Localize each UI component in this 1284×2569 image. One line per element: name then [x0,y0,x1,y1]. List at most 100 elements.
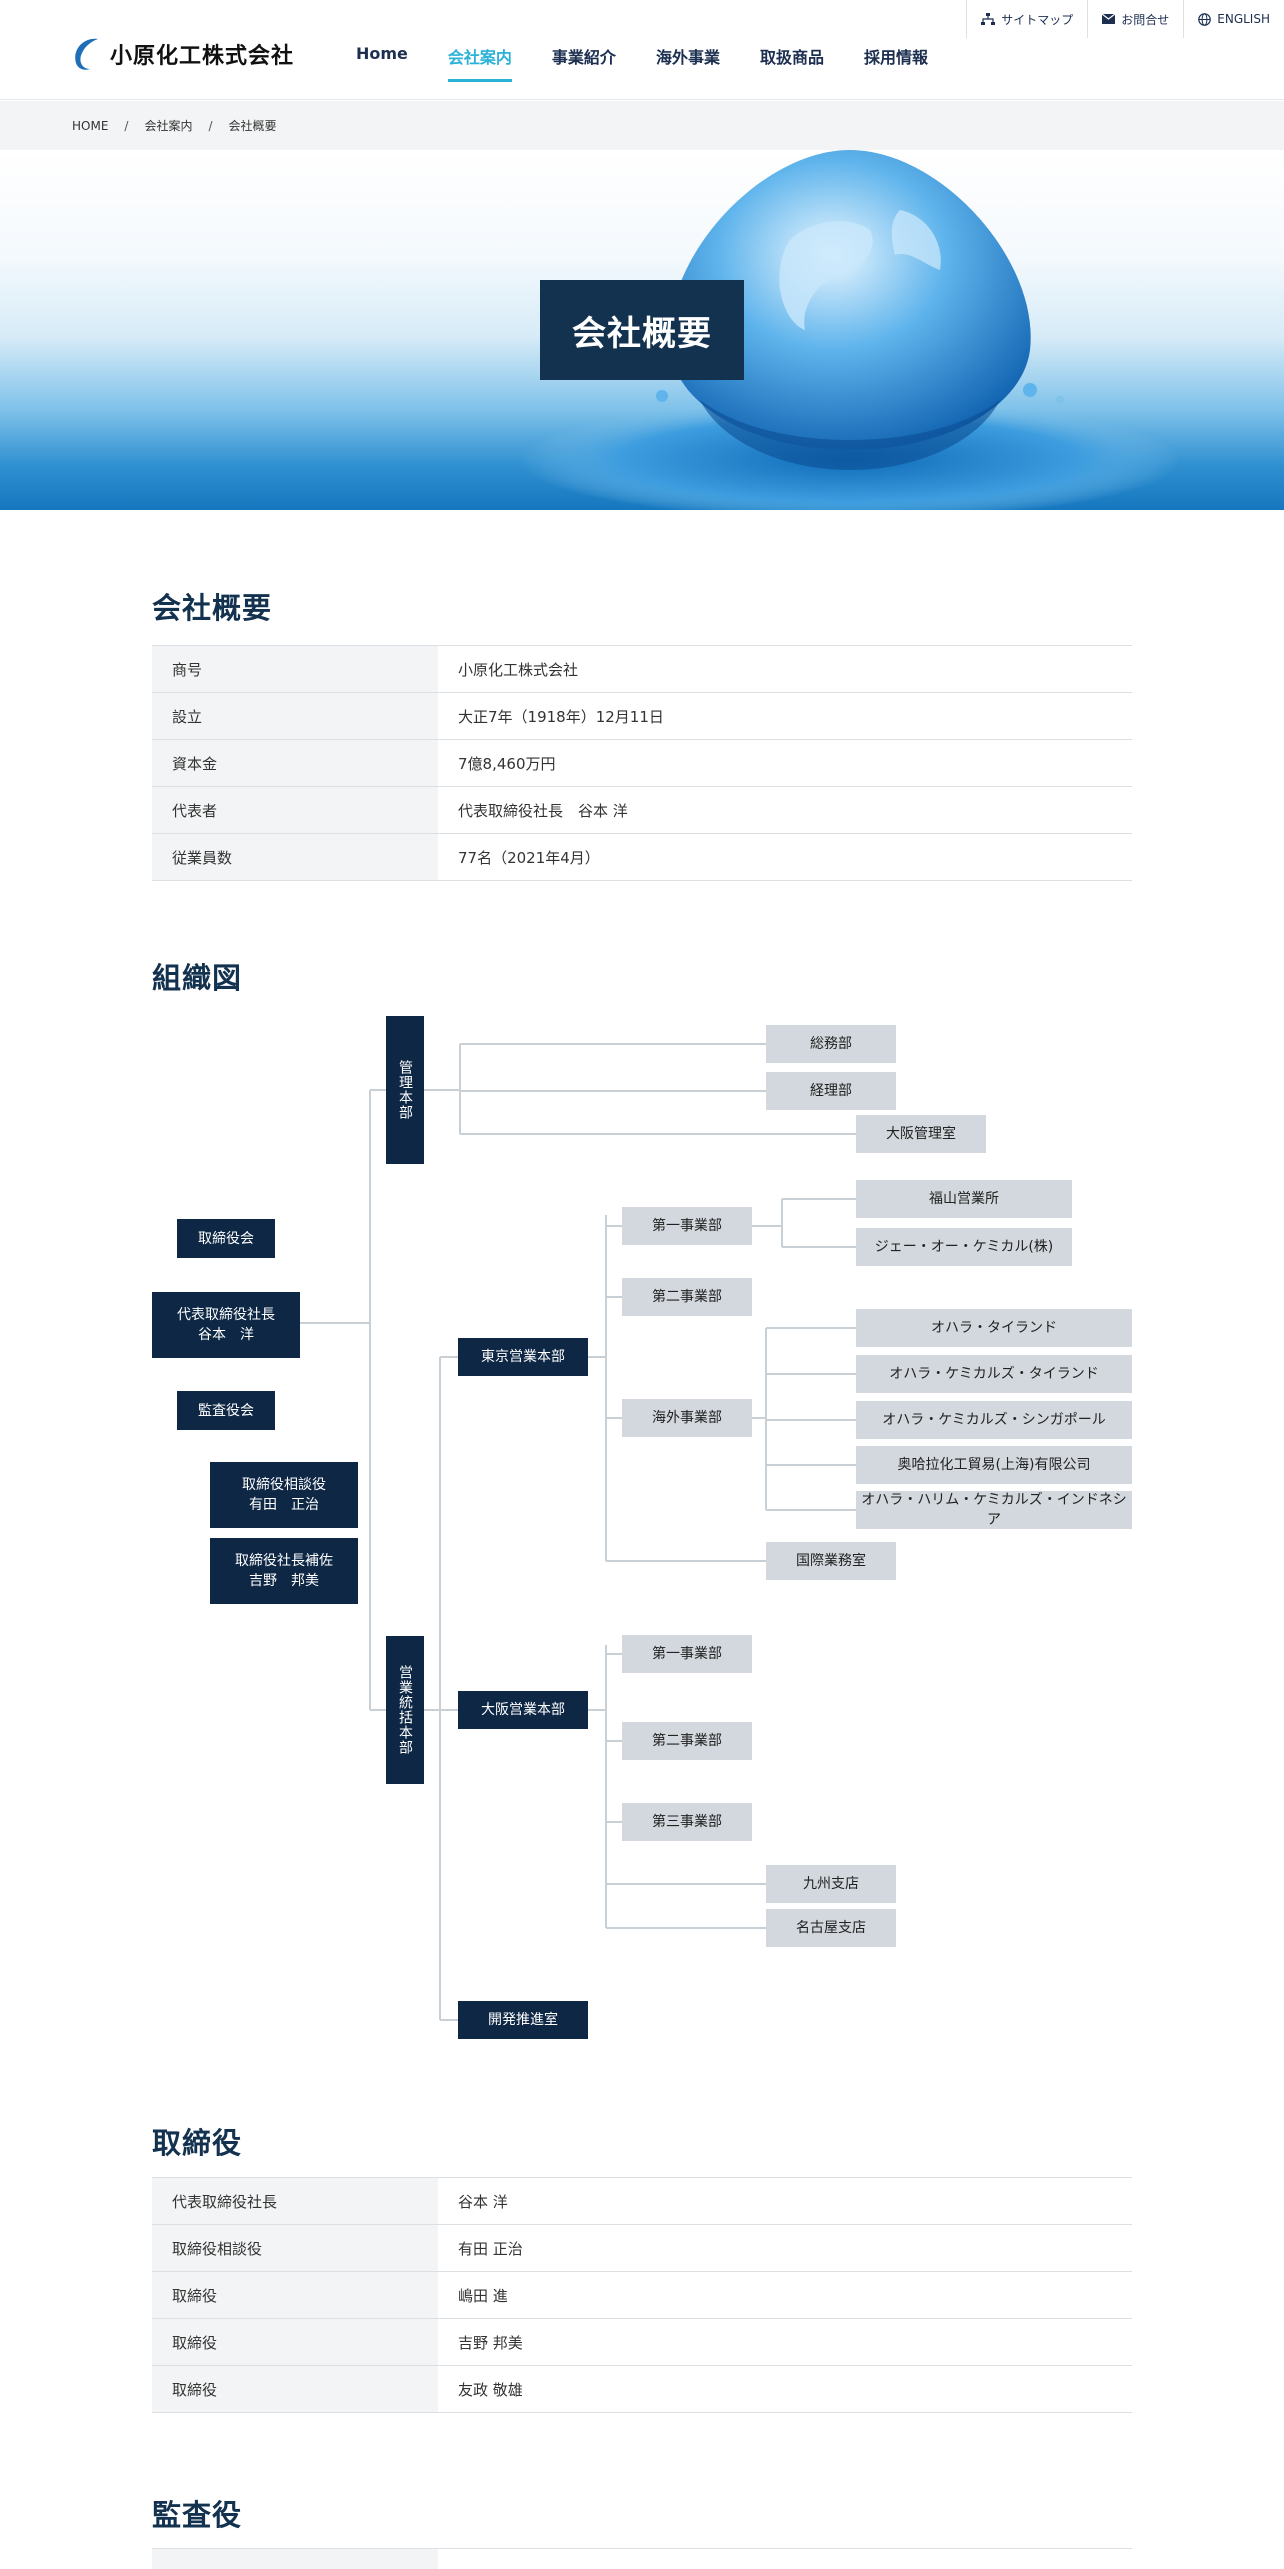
row-label: 代表者 [152,786,438,834]
water-globe-image [520,150,1180,510]
org-osaka-dai1: 第一事業部 [622,1635,752,1673]
nav-company[interactable]: 会社案内 [447,44,512,82]
table-row: 取締役相談役有田 正治 [152,2224,1132,2272]
company-logo[interactable]: 小原化工株式会社 [70,34,294,74]
row-value: 吉野 邦美 [438,2318,1132,2366]
nav-products[interactable]: 取扱商品 [759,48,824,67]
org-ohara-chem-singapore: オハラ・ケミカルズ・シンガポール [856,1401,1132,1439]
table-row: 取締役友政 敬雄 [152,2365,1132,2413]
nav-recruit[interactable]: 採用情報 [863,48,928,67]
org-osaka-honbu: 大阪営業本部 [458,1691,588,1729]
row-label: 資本金 [152,739,438,787]
breadcrumb-company[interactable]: 会社案内 [144,119,193,133]
org-kaigai: 海外事業部 [622,1399,752,1437]
org-tokyo-dai2: 第二事業部 [622,1278,752,1316]
globe-icon [1198,12,1212,26]
row-value: 77名（2021年4月） [438,833,1132,881]
row-label: 商号 [152,645,438,693]
logo-mark-icon [75,38,98,70]
table-row: 取締役吉野 邦美 [152,2318,1132,2366]
table-row: 代表者代表取締役社長 谷本 洋 [152,786,1132,834]
sitemap-link[interactable]: サイトマップ [966,0,1087,38]
row-label: 従業員数 [152,833,438,881]
breadcrumb-separator: / [124,118,129,133]
row-label: 取締役 [152,2318,438,2366]
org-ohara-thailand: オハラ・タイランド [856,1309,1132,1347]
row-value: 有田 正治 [438,2224,1132,2272]
org-osaka-dai2: 第二事業部 [622,1722,752,1760]
org-kyushu: 九州支店 [766,1865,896,1903]
org-shanghai: 奥哈拉化工貿易(上海)有限公司 [856,1446,1132,1484]
org-indonesia: オハラ・ハリム・ケミカルズ・インドネシア [856,1491,1132,1529]
org-connector-lines [300,1043,856,2021]
contact-label: お問合せ [1121,12,1170,27]
nav-home[interactable]: Home [356,44,408,63]
contact-link[interactable]: お問合せ [1087,0,1183,38]
org-keiri: 経理部 [766,1072,896,1110]
company-name: 小原化工株式会社 [110,44,295,69]
table-row: 取締役嶋田 進 [152,2271,1132,2319]
org-kokusai: 国際業務室 [766,1542,896,1580]
org-adviser: 取締役相談役 有田 正治 [210,1462,358,1528]
org-ohara-chem-thailand: オハラ・ケミカルズ・タイランド [856,1355,1132,1393]
org-soumu: 総務部 [766,1025,896,1063]
row-value: 小原化工株式会社 [438,645,1132,693]
row-label: 取締役相談役 [152,2224,438,2272]
row-value: 大正7年（1918年）12月11日 [438,692,1132,740]
org-kanri-honbu: 管理本部 [386,1016,424,1164]
org-president: 代表取締役社長 谷本 洋 [152,1292,300,1358]
sitemap-label: サイトマップ [1001,12,1074,27]
org-osaka-kanri: 大阪管理室 [856,1115,986,1153]
hero-title: 会社概要 [572,313,712,354]
row-value: 7億8,460万円 [438,739,1132,787]
org-nagoya: 名古屋支店 [766,1909,896,1947]
row-label: 取締役 [152,2365,438,2413]
row-value: 嶋田 進 [438,2271,1132,2319]
row-label: 代表取締役社長 [152,2177,438,2225]
english-label: ENGLISH [1217,12,1270,26]
row-value: 友政 敬雄 [438,2365,1132,2413]
auditors-table [152,2548,1132,2569]
org-eigyo-tokatsu: 営業統括本部 [386,1636,424,1784]
org-title: 組織図 [152,961,243,995]
overview-title: 会社概要 [152,591,273,625]
org-tokyo-honbu: 東京営業本部 [458,1338,588,1376]
table-row: 設立大正7年（1918年）12月11日 [152,692,1132,740]
site-header: 小原化工株式会社 Home 会社案内 事業紹介 海外事業 取扱商品 採用情報 サ… [0,0,1284,100]
org-tokyo-dai1: 第一事業部 [622,1207,752,1245]
org-kaihatsu: 開発推進室 [458,2001,588,2039]
row-value: 谷本 洋 [438,2177,1132,2225]
hero-banner: 会社概要 [0,150,1284,510]
org-chart: 管理本部 総務部 経理部 大阪管理室 取締役会 代表取締役社長 谷本 洋 監査役… [0,1010,1284,2050]
breadcrumb: HOME / 会社案内 / 会社概要 [0,101,1284,150]
table-row: 商号小原化工株式会社 [152,645,1132,693]
sitemap-icon [981,13,996,25]
hero-title-box: 会社概要 [540,280,744,380]
breadcrumb-separator: / [208,118,213,133]
utility-nav: サイトマップ お問合せ ENGLISH [966,0,1284,38]
org-audit-board: 監査役会 [177,1391,275,1430]
row-value: 代表取締役社長 谷本 洋 [438,786,1132,834]
english-link[interactable]: ENGLISH [1183,0,1284,38]
mail-icon [1102,14,1116,24]
org-fukuyama: 福山営業所 [856,1180,1072,1218]
nav-overseas[interactable]: 海外事業 [655,48,720,67]
nav-business[interactable]: 事業紹介 [551,48,616,67]
org-board: 取締役会 [177,1219,275,1258]
org-president-assistant: 取締役社長補佐 吉野 邦美 [210,1538,358,1604]
row-label: 設立 [152,692,438,740]
auditors-title: 監査役 [152,2498,243,2532]
table-row: 代表取締役社長谷本 洋 [152,2177,1132,2225]
breadcrumb-home[interactable]: HOME [72,118,109,133]
breadcrumb-current: 会社概要 [228,119,277,133]
org-osaka-dai3: 第三事業部 [622,1803,752,1841]
global-nav: Home 会社案内 事業紹介 海外事業 取扱商品 採用情報 [356,44,968,82]
directors-title: 取締役 [152,2126,243,2160]
directors-table: 代表取締役社長谷本 洋 取締役相談役有田 正治 取締役嶋田 進 取締役吉野 邦美… [152,2177,1132,2413]
org-jo-chemical: ジェー・オー・ケミカル(株) [856,1228,1072,1266]
row-label: 取締役 [152,2271,438,2319]
auditors-table-label-cell [152,2549,438,2569]
